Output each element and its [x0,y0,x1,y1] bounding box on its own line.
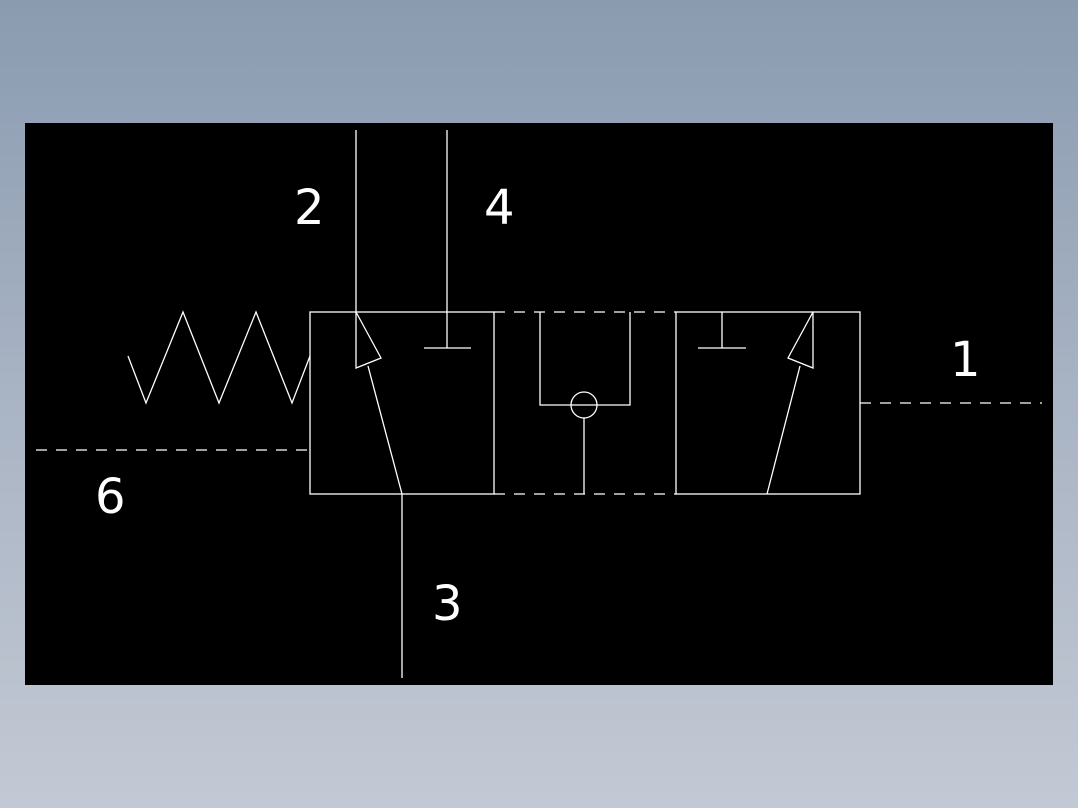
left-flow-arrowhead [355,311,382,369]
cad-viewport [25,123,1053,685]
center-flow-path [539,312,631,406]
right-flow-arrowhead [787,311,814,369]
port-label-1: 1 [950,332,981,388]
spring-symbol [127,310,311,405]
port-label-6: 6 [95,469,126,525]
port-label-2: 2 [294,180,325,236]
valve-box-right [675,311,861,495]
port-label-4: 4 [484,180,515,236]
right-flow-arrow-shaft [766,365,801,495]
left-flow-arrow-shaft [367,365,403,495]
port-label-3: 3 [432,576,463,632]
valve-box-left [309,311,495,495]
